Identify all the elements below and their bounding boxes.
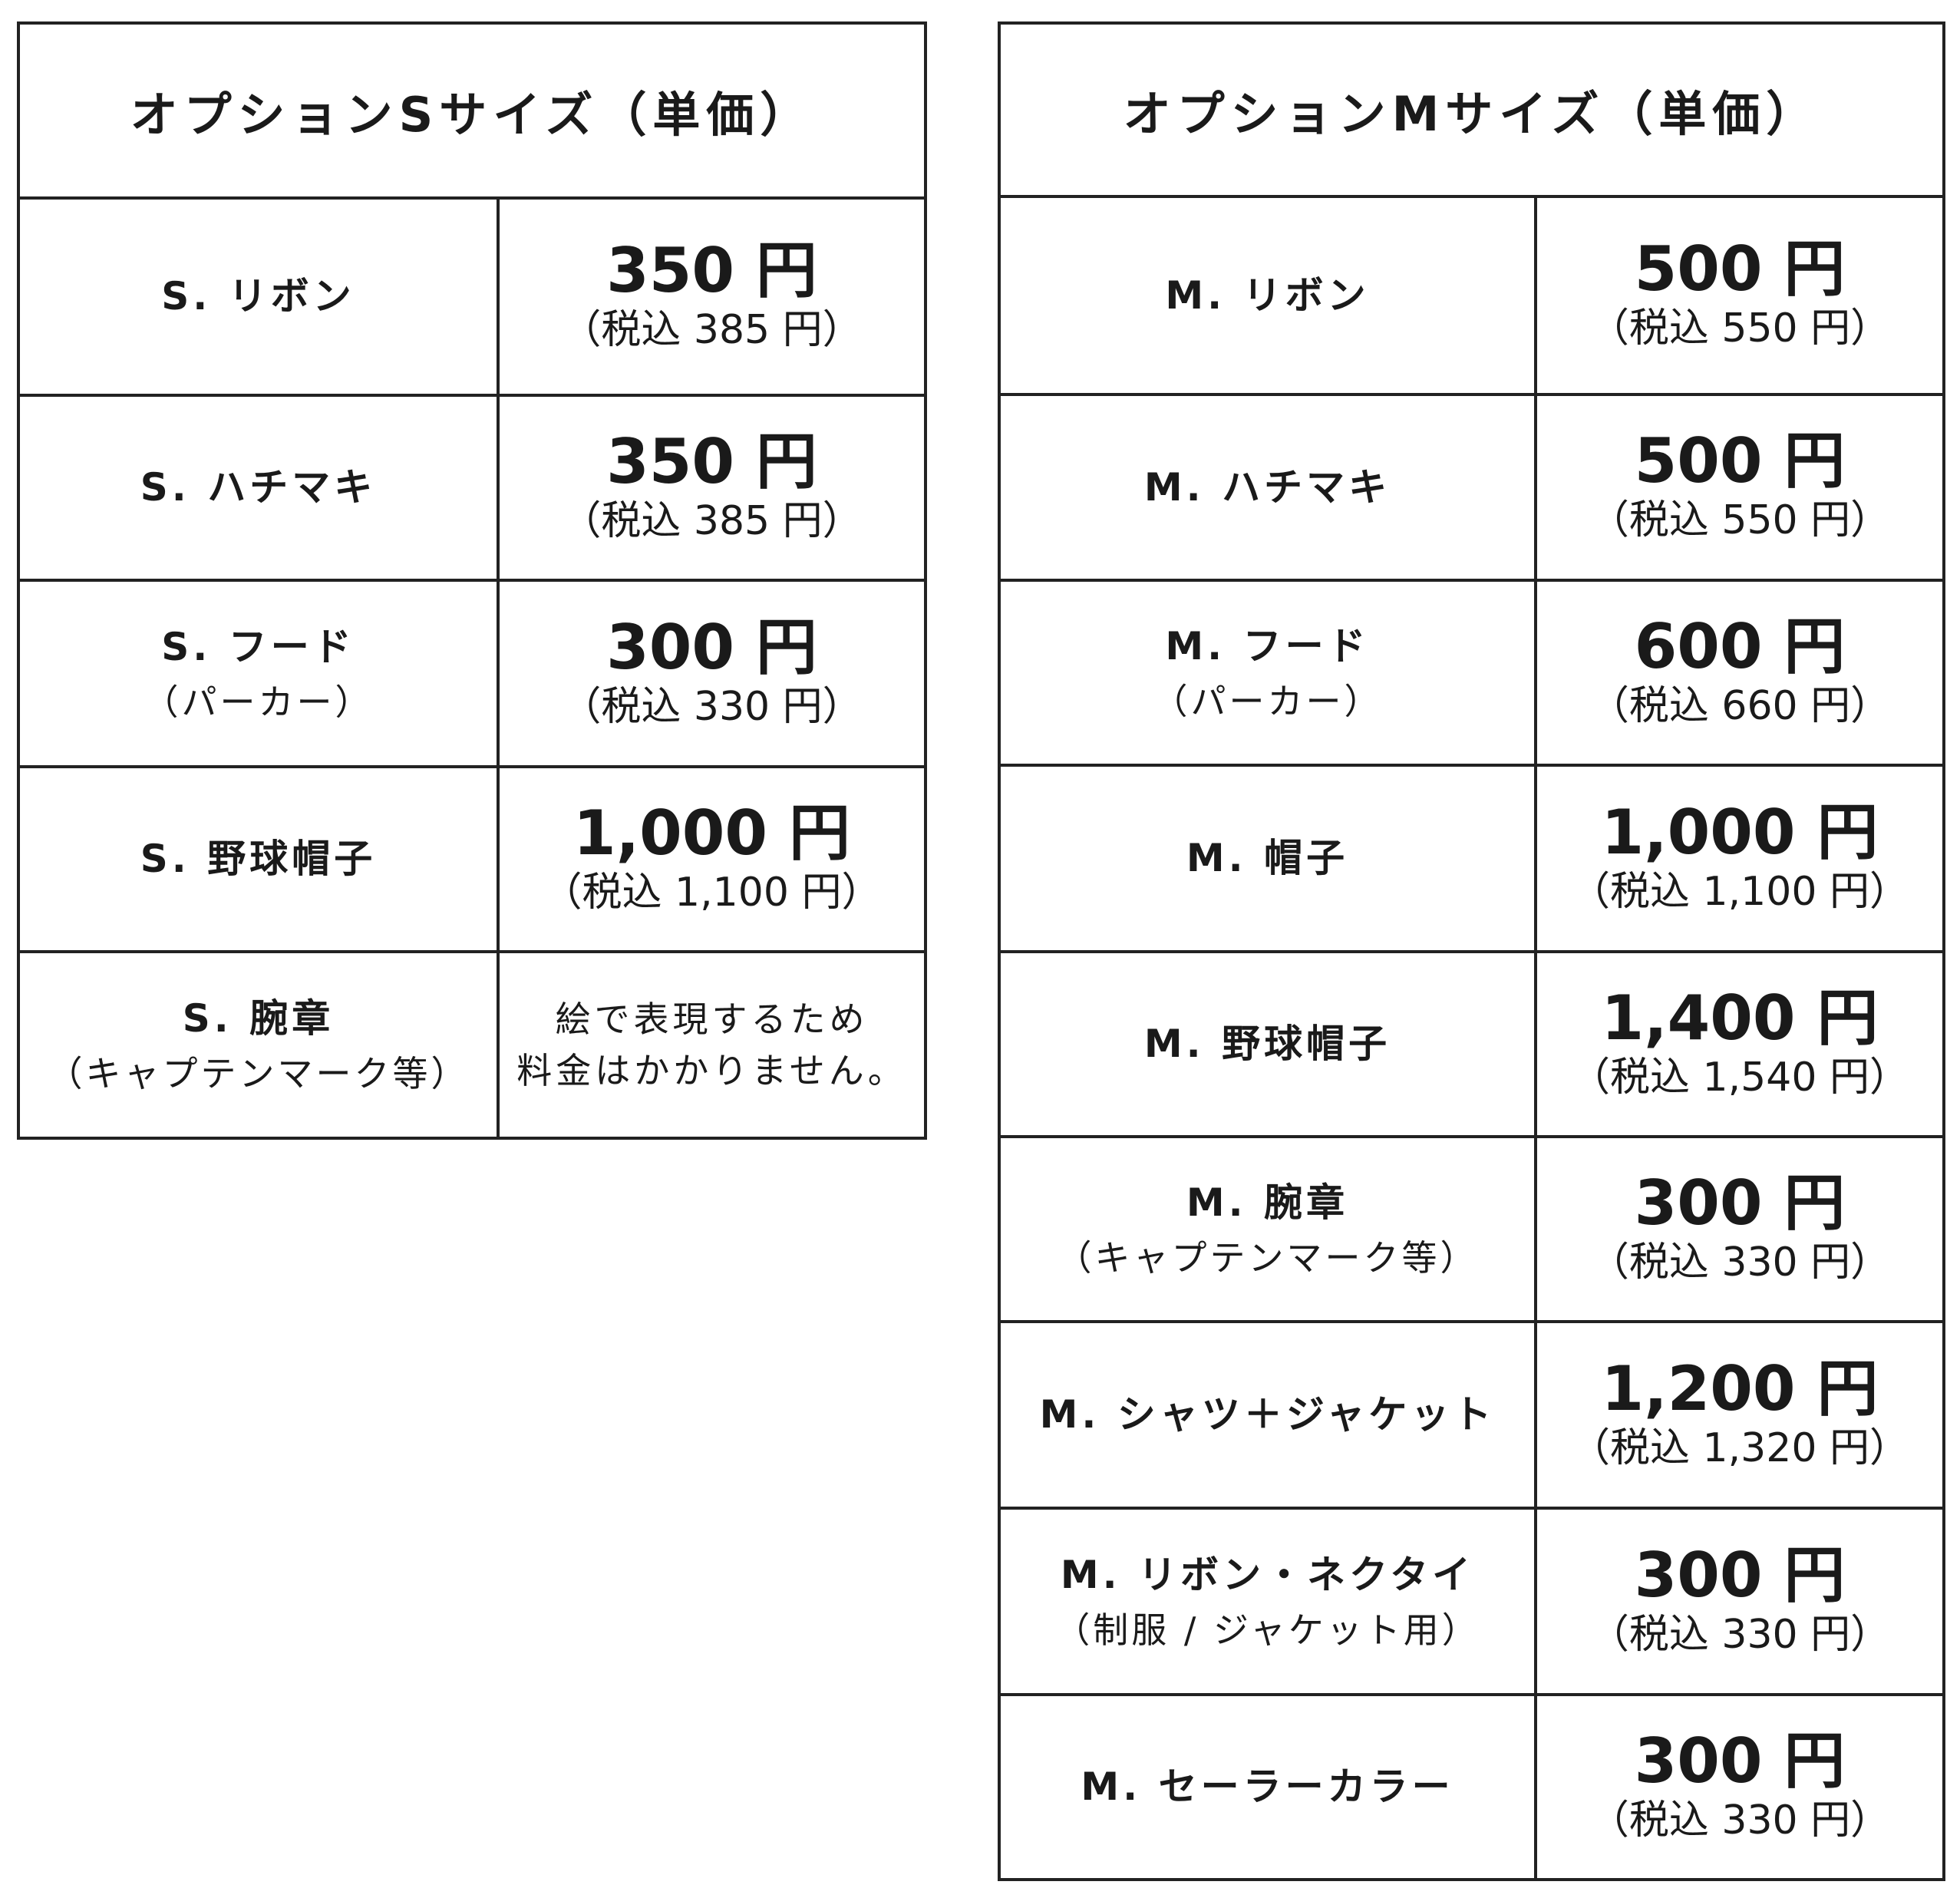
table-title: オプションSサイズ（単価） — [16, 21, 928, 200]
item-name: S. フード — [161, 624, 355, 669]
item-name-cell: M. セーラーカラー — [998, 1693, 1537, 1881]
item-name-cell: M. シャツ＋ジャケット — [998, 1320, 1537, 1510]
item-note: （制服 / ジャケット用） — [1054, 1609, 1480, 1651]
table-row: S. フード （パーカー） 300 円（税込 330 円） — [17, 579, 928, 768]
item-name: M. リボン — [1165, 272, 1370, 318]
price-cell: 300 円（税込 330 円） — [1534, 1693, 1945, 1881]
table-row: S. 野球帽子 1,000 円（税込 1,100 円） — [17, 765, 928, 953]
price-with-tax: （税込 1,320 円） — [1570, 1424, 1909, 1471]
price-cell: 1,200 円（税込 1,320 円） — [1534, 1320, 1945, 1510]
table-row: S. 腕章 （キャプテンマーク等） 絵で表現するため料金はかかりません。 — [17, 950, 928, 1140]
table-row: M. 野球帽子 1,400 円（税込 1,540 円） — [998, 950, 1945, 1138]
price-with-tax: （税込 1,100 円） — [1570, 868, 1909, 915]
item-name: M. ハチマキ — [1143, 464, 1391, 510]
item-name-cell: S. 腕章 （キャプテンマーク等） — [17, 950, 500, 1140]
price-with-tax: （税込 385 円） — [561, 306, 863, 353]
price: 300 円 — [1634, 1539, 1846, 1611]
item-name-cell: M. 腕章 （キャプテンマーク等） — [998, 1135, 1537, 1323]
item-name-cell: S. ハチマキ — [17, 394, 500, 582]
item-name-cell: M. 帽子 — [998, 764, 1537, 953]
price-with-tax: （税込 1,540 円） — [1570, 1054, 1909, 1101]
item-name-cell: S. リボン — [17, 196, 500, 397]
price: 500 円 — [1634, 233, 1846, 305]
price: 300 円 — [606, 611, 817, 683]
price: 1,000 円 — [573, 797, 850, 869]
price-cell: 300 円（税込 330 円） — [1534, 1135, 1945, 1323]
price-cell: 1,000 円（税込 1,100 円） — [496, 765, 928, 953]
item-name: M. 腕章 — [1186, 1180, 1349, 1225]
item-name: S. ハチマキ — [140, 465, 377, 510]
item-name: S. リボン — [161, 274, 355, 319]
price-cell: 300 円（税込 330 円） — [1534, 1507, 1945, 1696]
price: 300 円 — [1634, 1725, 1846, 1797]
item-name-cell: M. ハチマキ — [998, 393, 1537, 582]
price-cell: 1,000 円（税込 1,100 円） — [1534, 764, 1945, 953]
item-note: （キャプテンマーク等） — [1056, 1236, 1479, 1279]
price-with-tax: （税込 550 円） — [1589, 305, 1891, 352]
price: 600 円 — [1634, 610, 1846, 682]
table-row: S. リボン 350 円（税込 385 円） — [17, 196, 928, 397]
item-note: （パーカー） — [1152, 680, 1383, 722]
price: 1,400 円 — [1601, 982, 1879, 1054]
item-name-cell: M. リボン・ネクタイ （制服 / ジャケット用） — [998, 1507, 1537, 1696]
price: 1,200 円 — [1601, 1352, 1879, 1424]
table-row: S. ハチマキ 350 円（税込 385 円） — [17, 394, 928, 582]
item-name-cell: M. リボン — [998, 195, 1537, 396]
price-with-tax: （税込 550 円） — [1589, 497, 1891, 544]
price-with-tax: （税込 385 円） — [561, 497, 863, 544]
price: 350 円 — [606, 234, 817, 306]
price-with-tax: （税込 1,100 円） — [542, 869, 882, 916]
price-with-tax: （税込 330 円） — [1589, 1611, 1891, 1658]
item-name-cell: S. 野球帽子 — [17, 765, 500, 953]
table-row: M. 帽子 1,000 円（税込 1,100 円） — [998, 764, 1945, 953]
price-with-tax: （税込 330 円） — [561, 683, 863, 730]
price-note-cell: 絵で表現するため料金はかかりません。 — [496, 950, 928, 1140]
price-with-tax: （税込 330 円） — [1589, 1797, 1891, 1844]
price: 300 円 — [1634, 1167, 1846, 1239]
item-name-cell: S. フード （パーカー） — [17, 579, 500, 768]
price-note: 絵で表現するため — [555, 998, 869, 1040]
price-cell: 350 円（税込 385 円） — [496, 394, 928, 582]
item-name: M. セーラーカラー — [1081, 1764, 1454, 1809]
table-row: M. リボン・ネクタイ （制服 / ジャケット用） 300 円（税込 330 円） — [998, 1507, 1945, 1696]
item-name: M. シャツ＋ジャケット — [1039, 1392, 1496, 1437]
item-name: M. 野球帽子 — [1143, 1022, 1391, 1066]
price-with-tax: （税込 660 円） — [1589, 682, 1891, 729]
price-note: 料金はかかりません。 — [516, 1049, 907, 1091]
item-name: M. 帽子 — [1186, 836, 1349, 880]
price-cell: 300 円（税込 330 円） — [496, 579, 928, 768]
item-name: M. リボン・ネクタイ — [1060, 1552, 1475, 1597]
price-cell: 600 円（税込 660 円） — [1534, 579, 1945, 767]
price-cell: 1,400 円（税込 1,540 円） — [1534, 950, 1945, 1138]
item-name: S. 野球帽子 — [140, 837, 377, 881]
price-cell: 500 円（税込 550 円） — [1534, 393, 1945, 582]
item-note: （パーカー） — [143, 681, 374, 723]
item-name: S. 腕章 — [182, 995, 335, 1041]
price: 500 円 — [1634, 425, 1846, 497]
table-title: オプションMサイズ（単価） — [998, 21, 1945, 198]
item-name-cell: M. フード （パーカー） — [998, 579, 1537, 767]
item-name-cell: M. 野球帽子 — [998, 950, 1537, 1138]
table-row: M. ハチマキ 500 円（税込 550 円） — [998, 393, 1945, 582]
table-row: M. セーラーカラー 300 円（税込 330 円） — [998, 1693, 1945, 1881]
table-row: M. シャツ＋ジャケット 1,200 円（税込 1,320 円） — [998, 1320, 1945, 1510]
price-cell: 350 円（税込 385 円） — [496, 196, 928, 397]
price-with-tax: （税込 330 円） — [1589, 1239, 1891, 1286]
table-row: M. フード （パーカー） 600 円（税込 660 円） — [998, 579, 1945, 767]
price-cell: 500 円（税込 550 円） — [1534, 195, 1945, 396]
item-name: M. フード — [1165, 623, 1370, 668]
table-row: M. リボン 500 円（税込 550 円） — [998, 195, 1945, 396]
item-note: （キャプテンマーク等） — [47, 1052, 470, 1094]
table-row: M. 腕章 （キャプテンマーク等） 300 円（税込 330 円） — [998, 1135, 1945, 1323]
price: 1,000 円 — [1601, 796, 1879, 868]
price: 350 円 — [606, 425, 817, 497]
